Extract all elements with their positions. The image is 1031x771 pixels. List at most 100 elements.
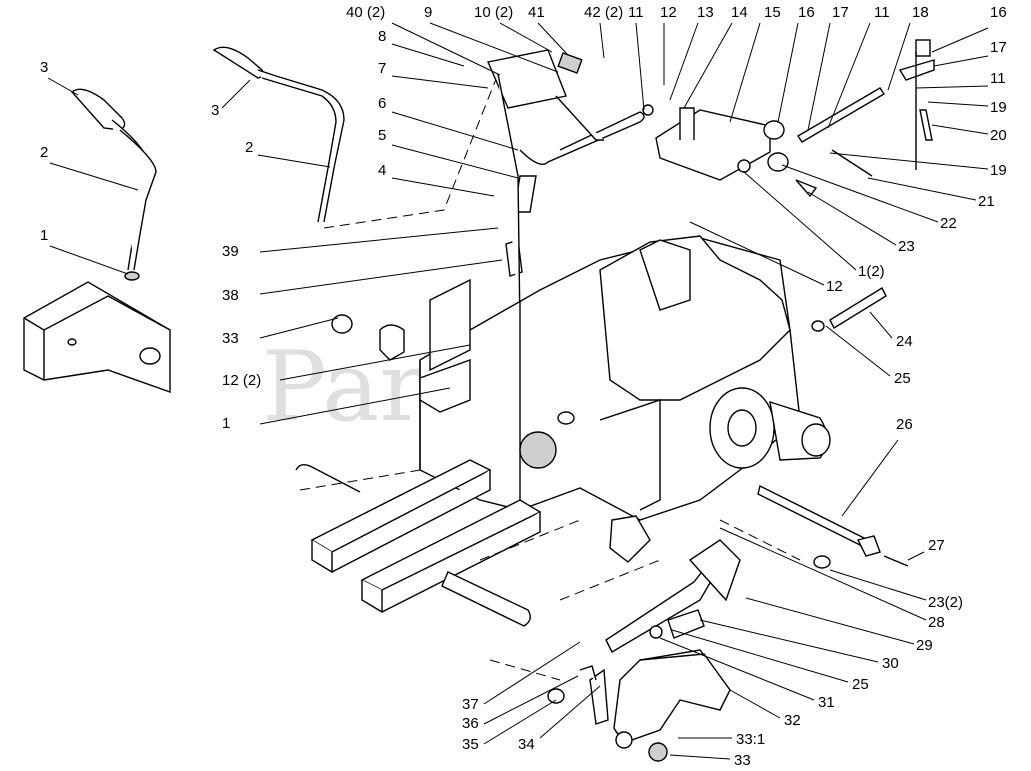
callout-label-c30: 30 [882,655,899,672]
callout-label-c2a: 2 [40,144,48,161]
callout-label-c13: 13 [697,4,714,21]
callout-label-c40: 40 (2) [346,4,385,21]
callout-label-c122: 12 (2) [222,372,261,389]
callout-label-c331: 33:1 [736,731,765,748]
frame-rails [295,459,581,627]
callout-leader-c14 [683,22,733,109]
callout-label-c25b: 25 [852,676,869,693]
callout-label-c36: 36 [462,715,479,732]
callout-label-c14: 14 [731,4,748,21]
callout-label-c19a: 19 [990,99,1007,116]
callout-leader-c5 [391,144,519,179]
callout-label-c1b: 1(2) [858,263,885,280]
callout-leader-c16a [777,22,799,123]
callout-leader-c11a [635,22,645,111]
callout-leader-c3a [47,77,79,96]
callout-leader-c23a [807,191,897,246]
callout-leader-c7 [391,75,489,89]
callout-label-c3a: 3 [40,59,48,76]
callout-label-c21: 21 [978,193,995,210]
callout-leader-c42 [599,22,605,59]
callout-label-c16a: 16 [798,4,815,21]
callout-label-c12b: 12 [826,278,843,295]
callout-label-c15: 15 [764,4,781,21]
callout-label-c28: 28 [928,614,945,631]
callout-leader-c26 [841,439,899,517]
callout-leader-c2a [49,162,139,191]
callout-leader-c22 [781,164,939,223]
lower-pedal-assembly [489,515,801,762]
right-rod [757,287,909,569]
callout-label-c232: 23(2) [928,594,963,611]
callout-label-c33b: 33 [734,752,751,769]
callout-leader-c17a [807,22,831,131]
callout-label-c9: 9 [424,4,432,21]
callout-leader-c36 [483,675,579,725]
callout-label-c35: 35 [462,736,479,753]
callout-label-c31: 31 [818,694,835,711]
callout-label-c24: 24 [896,333,913,350]
callout-leader-c232 [829,569,927,601]
upper-right-bracket [642,39,935,198]
callout-leader-c19a [927,101,989,107]
callout-label-c1a: 1 [40,227,48,244]
callout-leader-c25a [825,325,891,377]
callout-label-c11a: 11 [628,4,644,21]
callout-leader-c21 [867,177,977,201]
callout-leader-c41 [537,22,569,56]
callout-label-c38: 38 [222,287,239,304]
callout-leader-c1b [743,171,857,271]
callout-label-c12a: 12 [660,4,677,21]
callout-label-c29: 29 [916,637,933,654]
callout-label-c20: 20 [990,127,1007,144]
callout-label-c34: 34 [518,736,535,753]
callout-leaders [47,22,989,760]
callout-label-c18: 18 [912,4,929,21]
callout-leader-c3b [221,79,251,109]
callout-leader-c9 [429,22,559,73]
callout-leader-c10 [499,22,553,53]
callout-leader-c2b [257,154,331,168]
callout-label-c11c: 11 [990,70,1006,87]
callout-label-c39: 39 [222,243,239,260]
callout-label-c5: 5 [378,127,386,144]
callout-label-c11b: 11 [874,4,890,21]
callout-leader-c1a [49,245,129,275]
callout-leader-c32 [729,689,781,719]
callout-leader-c30 [699,619,879,663]
shift-linkage [487,49,645,331]
callout-leader-c29 [745,597,915,645]
callout-leader-c37 [483,641,581,705]
left-lever-detail [23,88,171,393]
callout-leader-c6 [391,111,519,151]
callout-label-c32: 32 [784,712,801,729]
callout-leader-c1c [259,387,451,425]
callout-label-c7: 7 [378,60,386,77]
callout-leader-c4 [391,177,495,197]
callout-leader-c33b [669,754,731,760]
callout-label-c26: 26 [896,416,913,433]
callout-leader-c122 [279,344,471,381]
callout-label-c17b: 17 [990,39,1007,56]
callout-label-c19b: 19 [990,162,1007,179]
callout-leader-c13 [669,22,699,101]
callout-label-c25a: 25 [894,370,911,387]
callout-leader-c11c [915,85,989,89]
callout-leader-c12b [689,221,825,286]
callout-label-c1c: 1 [222,415,230,432]
callout-leader-c24 [869,311,893,339]
callout-leader-c15 [729,22,761,123]
callout-leader-c8 [391,43,465,67]
callout-label-c33a: 33 [222,330,239,347]
callout-leader-c27 [907,551,925,561]
callout-label-c3b: 3 [211,102,219,119]
callout-label-c10: 10 (2) [474,4,513,21]
callout-label-c17a: 17 [832,4,849,21]
callout-leader-c40 [391,22,501,76]
callout-leader-c38 [259,259,503,295]
callout-leader-c35 [483,699,557,745]
callout-label-c4: 4 [378,162,386,179]
callout-label-c42: 42 (2) [584,4,623,21]
